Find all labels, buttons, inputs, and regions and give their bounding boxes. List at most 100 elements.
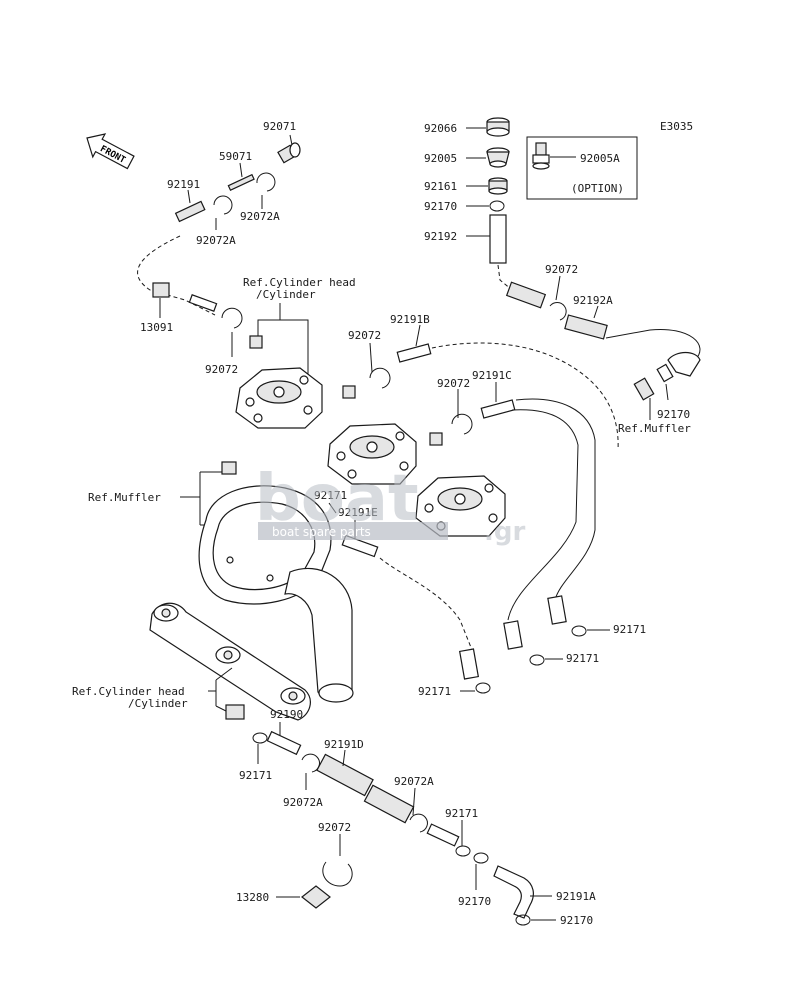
label-92191b: 92191B [390,313,430,326]
clamp-92171-c2 [529,654,545,666]
option-label: (OPTION) [571,182,624,195]
hose-92192 [489,214,507,264]
label-92170-1: 92170 [424,200,457,213]
hose-92191c-route-2 [507,409,579,621]
label-92190: 92190 [270,708,303,721]
muffler-body [198,485,354,703]
option-box [526,136,638,200]
label-92066: 92066 [424,122,457,135]
label-92171-6: 92171 [445,807,478,820]
label-13091: 13091 [140,321,173,334]
cap-92066 [486,117,510,137]
clamp-92171-lower [455,845,471,857]
hose-92190 [266,730,302,756]
label-92170-3: 92170 [458,895,491,908]
fitting-muffler-right [633,363,674,401]
label-92192a: 92192A [573,294,613,307]
hose-92192a-left [505,281,547,309]
svg-text:.gr: .gr [484,517,525,547]
plate-13280 [301,885,331,909]
hose-route-left-top [137,235,216,316]
hose-92191-short [174,200,206,223]
hose-92191e-route [379,557,473,651]
clamp-92072a-left [213,195,233,215]
ref-muffler-left: Ref.Muffler [88,491,161,504]
label-92072-3: 92072 [348,329,381,342]
label-92072-2: 92072 [545,263,578,276]
watermark-logo: boat boat spare parts .gr [255,462,525,547]
label-92171-4: 92171 [566,652,599,665]
fitting-muffler-left-1 [221,461,237,475]
clamp-92072-mid [369,367,391,389]
hose-92191e-end [458,648,480,680]
label-92072-1: 92072 [205,363,238,376]
hose-92191d [316,753,415,824]
clamp-92170-top [489,200,505,212]
clamp-92170-lower [473,852,489,864]
ref-cyl-head-bot-1: Ref.Cylinder head [72,685,185,698]
diagram-code: E3035 [660,120,693,133]
clamp-92072-mid-right [451,413,473,435]
exhaust-manifold [149,602,311,721]
clamp-92072-right [549,302,567,321]
hose-92191b-route [431,342,619,451]
label-92171-1: 92171 [314,489,347,502]
label-92171-5: 92171 [239,769,272,782]
clamp-92072-left [221,307,243,329]
clamp-92072-bottom [322,861,353,887]
hose-92191a [493,865,534,919]
fitting-head-1 [249,335,263,349]
hose-92191e [341,534,379,558]
label-92072a-3: 92072A [283,796,323,809]
clamp-92072a-lower-right [409,813,428,833]
label-92072-5: 92072 [318,821,351,834]
clamp-92072a-lower [301,753,320,773]
fitting-92005 [486,147,510,168]
clamp-92171-left [252,732,268,744]
hose-92192a-right [564,314,608,340]
hose-13091 [188,294,218,312]
svg-text:boat spare parts: boat spare parts [272,525,371,539]
ref-cyl-head-bot-2: /Cylinder [128,697,188,710]
label-92192: 92192 [424,230,457,243]
ref-muffler-right: Ref.Muffler [618,422,691,435]
label-92005: 92005 [424,152,457,165]
cylinder-head-2 [327,423,417,485]
clamp-92170-bottom [515,914,531,926]
label-92171-2: 92171 [418,685,451,698]
pin-59071 [227,173,255,192]
cap-13091 [152,282,170,298]
label-13280: 13280 [236,891,269,904]
label-92071: 92071 [263,120,296,133]
fitting-head-3 [429,432,443,446]
cylinder-head-1 [235,367,323,429]
label-92191-a: 92191 [167,178,200,191]
washer-92161 [488,177,508,195]
label-92191d: 92191D [324,738,364,751]
hose-92191c-end-1 [547,595,567,625]
hose-short-lower [426,823,460,847]
label-92161: 92161 [424,180,457,193]
label-92072a-4: 92072A [394,775,434,788]
label-92072a-1: 92072A [240,210,280,223]
label-92171-3: 92171 [613,623,646,636]
front-arrow-icon: FRONT [86,133,135,170]
hose-92191c-route [515,398,596,601]
ref-cyl-head-top-1: Ref.Cylinder head [243,276,356,289]
clamp-92072a-upper [256,172,276,192]
label-92170-2: 92170 [657,408,690,421]
label-92170-4: 92170 [560,914,593,927]
cylinder-head-3 [415,475,506,537]
clamp-92171-e [475,682,491,694]
label-92191c: 92191C [472,369,512,382]
label-92191e: 92191E [338,506,378,519]
fitting-manifold [225,704,245,720]
label-59071: 59071 [219,150,252,163]
ref-cyl-head-top-2: /Cylinder [256,288,316,301]
hose-92191c [480,399,516,419]
hose-92191c-end-2 [503,620,523,650]
fitting-92071 [277,142,301,164]
label-92072-4: 92072 [437,377,470,390]
